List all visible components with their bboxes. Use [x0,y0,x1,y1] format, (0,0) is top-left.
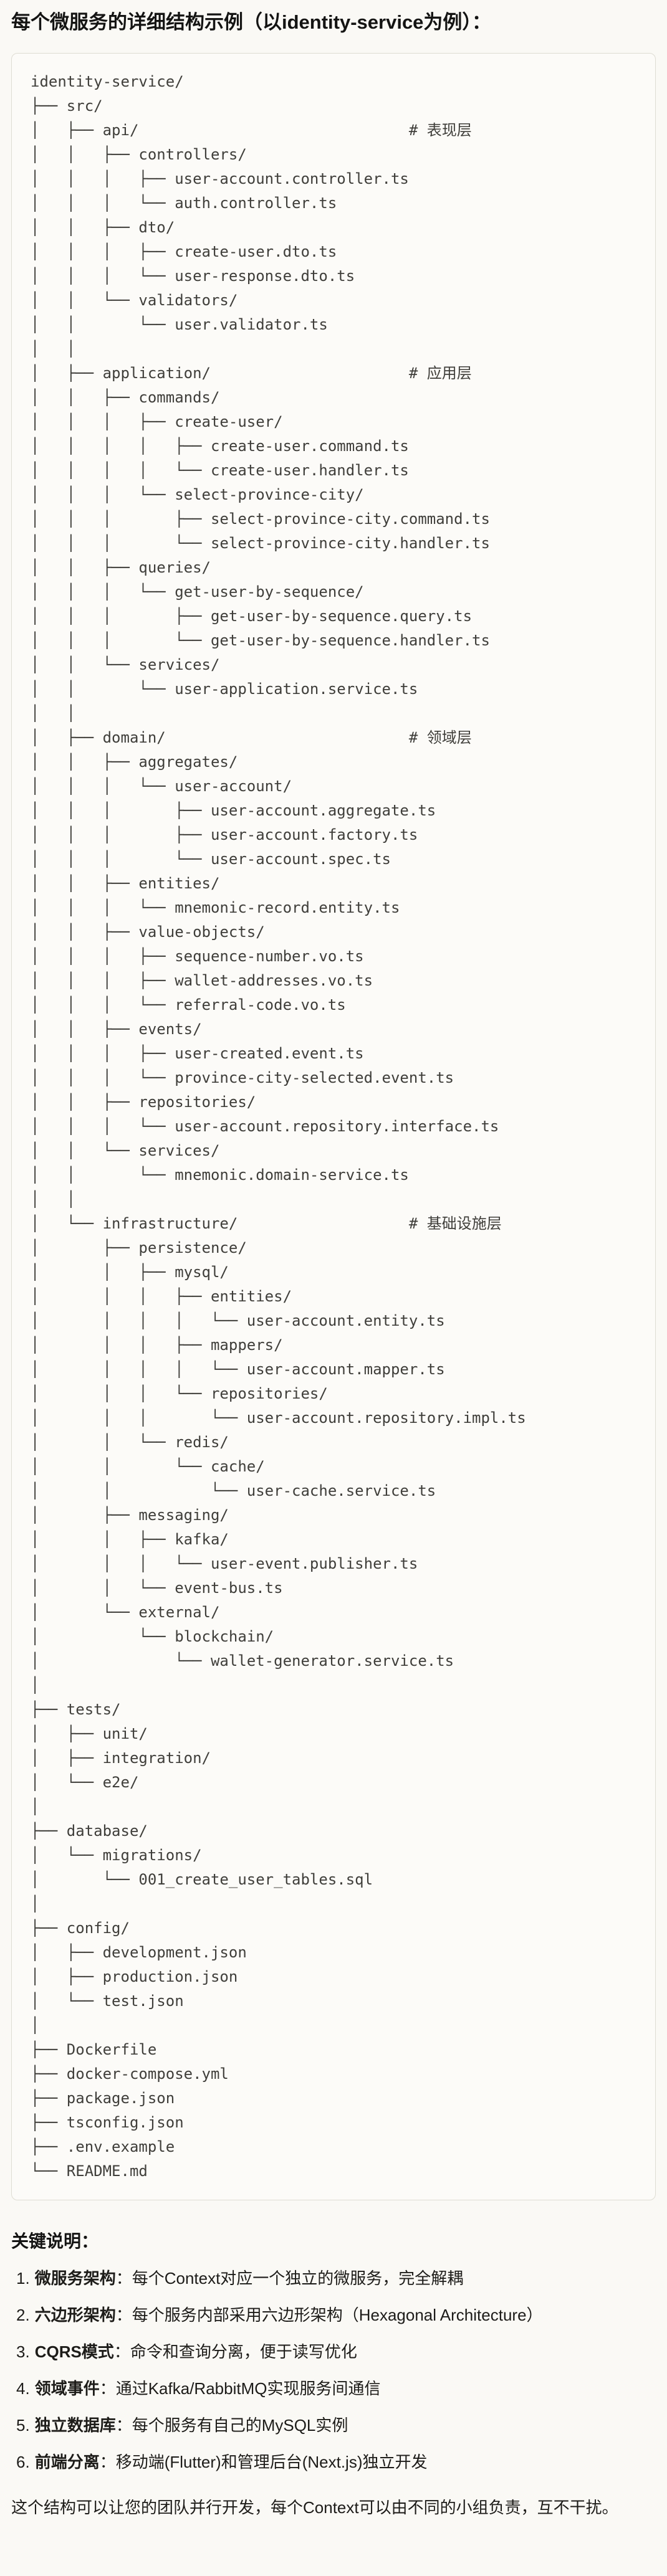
note-label: 前端分离 [34,2452,100,2471]
note-number: 3. [16,2342,30,2361]
directory-tree: identity-service/ ├── src/ │ ├── api/ # … [31,72,526,2180]
closing-paragraph: 这个结构可以让您的团队并行开发，每个Context可以由不同的小组负责，互不干扰… [11,2498,618,2517]
note-text: ：每个Context对应一个独立的微服务，完全解耦 [115,2268,464,2288]
note-number: 4. [16,2379,30,2398]
directory-tree-code-block: identity-service/ ├── src/ │ ├── api/ # … [11,52,656,2200]
note-item-microservice-architecture: 1.微服务架构：每个Context对应一个独立的微服务，完全解耦 [16,2266,656,2291]
note-item-cqrs-pattern: 3.CQRS模式：命令和查询分离，便于读写优化 [16,2340,656,2364]
note-number: 5. [16,2415,30,2435]
notes-list: 1.微服务架构：每个Context对应一个独立的微服务，完全解耦 2.六边形架构… [11,2266,656,2474]
note-number: 6. [16,2452,30,2471]
note-item-hexagonal-architecture: 2.六边形架构：每个服务内部采用六边形架构（Hexagonal Architec… [16,2303,656,2327]
note-text: ：命令和查询分离，便于读写优化 [113,2342,357,2361]
note-number: 1. [16,2268,30,2288]
note-label: CQRS模式 [34,2342,114,2361]
note-item-independent-database: 5.独立数据库：每个服务有自己的MySQL实例 [16,2413,656,2438]
note-label: 微服务架构 [34,2268,116,2288]
note-number: 2. [16,2305,30,2324]
note-text: ：每个服务内部采用六边形架构（Hexagonal Architecture） [115,2305,543,2324]
note-text: ：通过Kafka/RabbitMQ实现服务间通信 [99,2379,381,2398]
note-label: 领域事件 [34,2379,100,2398]
note-label: 六边形架构 [34,2305,116,2324]
note-item-frontend-separation: 6.前端分离：移动端(Flutter)和管理后台(Next.js)独立开发 [16,2450,656,2474]
page-title: 每个微服务的详细结构示例（以identity-service为例）： [11,11,491,33]
note-item-domain-events: 4.领域事件：通过Kafka/RabbitMQ实现服务间通信 [16,2377,656,2401]
note-label: 独立数据库 [34,2415,116,2435]
notes-heading: 关键说明： [11,2231,99,2251]
note-text: ：每个服务有自己的MySQL实例 [115,2415,348,2435]
note-text: ：移动端(Flutter)和管理后台(Next.js)独立开发 [99,2452,428,2471]
